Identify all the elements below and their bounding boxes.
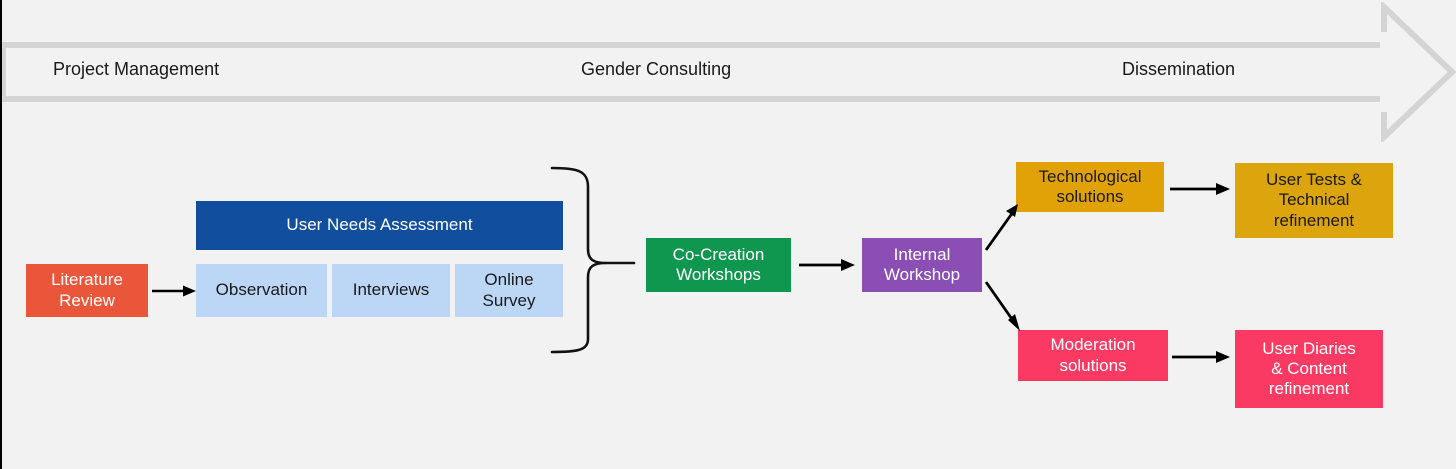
node-user-tests-line-2: Technical	[1278, 190, 1350, 210]
connector-technological-to-user-tests-arrow-icon	[1170, 183, 1230, 195]
connector-co-creation-to-internal-arrow-icon	[799, 259, 855, 271]
node-user-diaries-line-2: & Content	[1271, 358, 1347, 378]
node-online-survey-line-1: Online	[484, 270, 534, 290]
node-internal-workshop[interactable]: Internal Workshop	[862, 238, 982, 292]
node-internal-workshop-line-2: Workshop	[883, 265, 961, 284]
node-literature-review-line-2: Review	[59, 290, 115, 310]
node-co-creation-workshops[interactable]: Co-Creation Workshops	[646, 238, 791, 292]
node-online-survey[interactable]: Online Survey	[455, 264, 563, 317]
phase-label-gender-consulting: Gender Consulting	[581, 59, 732, 79]
node-user-diaries-content-refinement[interactable]: User Diaries & Content refinement	[1235, 330, 1383, 408]
node-online-survey-line-2: Survey	[482, 290, 536, 310]
node-user-diaries-line-3: refinement	[1268, 379, 1350, 399]
node-literature-review[interactable]: Literature Review	[26, 264, 148, 317]
left-edge-rule	[0, 0, 2, 469]
node-literature-review-line-1: Literature	[51, 270, 123, 290]
node-co-creation-workshops-line-2: Workshops	[676, 265, 761, 284]
node-moderation-solutions[interactable]: Moderation solutions	[1018, 330, 1168, 381]
node-technological-solutions-line-1: Technological	[1038, 166, 1142, 186]
node-user-needs-assessment[interactable]: User Needs Assessment	[196, 201, 563, 250]
connector-internal-to-technological-arrow-icon	[984, 204, 1018, 251]
node-observation[interactable]: Observation	[196, 264, 327, 317]
node-technological-solutions[interactable]: Technological solutions	[1016, 162, 1164, 212]
node-user-tests-line-1: User Tests &	[1265, 170, 1363, 190]
node-user-diaries-line-1: User Diaries	[1262, 338, 1356, 358]
connector-methods-curly-brace	[550, 166, 636, 354]
node-interviews-label: Interviews	[352, 280, 430, 300]
node-interviews[interactable]: Interviews	[332, 264, 450, 317]
connector-literature-review-to-observation-arrow-icon	[152, 285, 196, 297]
node-user-needs-assessment-label: User Needs Assessment	[286, 215, 473, 235]
node-technological-solutions-line-2: solutions	[1056, 187, 1124, 206]
node-user-tests-line-3: refinement	[1273, 210, 1355, 230]
node-internal-workshop-line-1: Internal	[893, 244, 951, 264]
node-moderation-solutions-line-2: solutions	[1059, 355, 1127, 375]
node-observation-label: Observation	[215, 280, 308, 300]
node-co-creation-workshops-line-1: Co-Creation	[672, 244, 765, 264]
node-user-tests-technical-refinement[interactable]: User Tests & Technical refinement	[1235, 163, 1393, 238]
connector-internal-to-moderation-arrow-icon	[984, 281, 1020, 331]
phase-label-dissemination: Dissemination	[1122, 59, 1236, 79]
phase-label-project-management: Project Management	[53, 59, 220, 79]
phase-band	[2, 42, 1390, 102]
phase-arrow-head-icon	[1380, 2, 1456, 142]
node-moderation-solutions-line-1: Moderation	[1050, 335, 1136, 355]
connector-moderation-to-user-diaries-arrow-icon	[1172, 351, 1230, 363]
